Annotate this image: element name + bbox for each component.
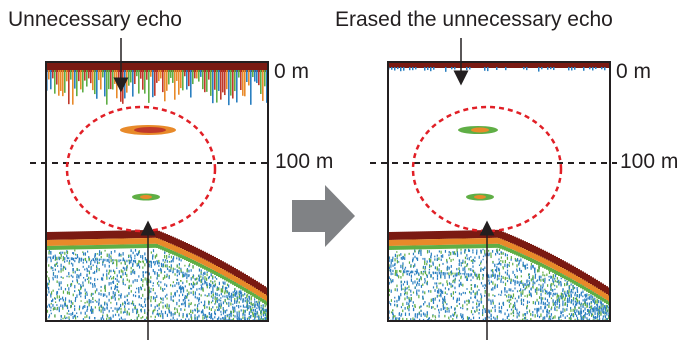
left-panel-frame [45, 61, 269, 322]
residual-surface-echo [388, 67, 606, 72]
right-depth-100m: 100 m [620, 150, 679, 173]
right-highlight-circle [411, 105, 563, 233]
transition-arrow-icon [292, 185, 355, 247]
right-depth-0m: 0 m [616, 60, 652, 83]
left-depth-0m: 0 m [274, 60, 310, 83]
right-panel-frame [387, 61, 611, 322]
left-caption: Unnecessary echo [8, 8, 182, 31]
left-seabed-echo [46, 229, 268, 321]
left-highlight-circle [65, 105, 217, 233]
right-caption: Erased the unnecessary echo [335, 8, 613, 31]
left-depth-100m: 100 m [275, 150, 334, 173]
left-echogram [46, 62, 268, 321]
right-surface-band [388, 62, 610, 68]
right-echogram [388, 62, 610, 321]
left-surface-band [46, 62, 268, 72]
right-seabed-echo [388, 229, 610, 321]
